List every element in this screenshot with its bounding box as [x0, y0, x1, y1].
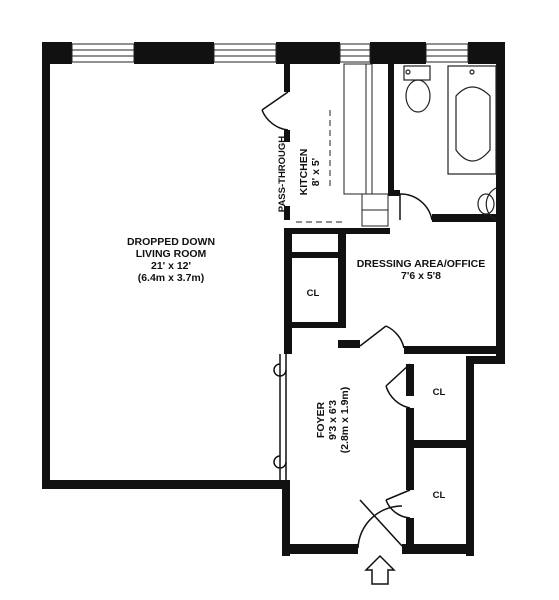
living-room-label: DROPPED DOWN LIVING ROOM 21' x 12' (6.4m…	[96, 236, 246, 284]
dressing-area-dim: 7'6 x 5'8	[400, 270, 442, 282]
up-arrow-outline-icon	[364, 554, 396, 585]
dressing-area-label: DRESSING AREA/OFFICE 7'6 x 5'8	[346, 258, 496, 282]
living-room-dim-imperial: 21' x 12'	[150, 260, 192, 272]
closet-label-middle: CL	[432, 387, 446, 398]
kitchen-name: KITCHEN	[298, 148, 310, 196]
kitchen-fixtures	[296, 63, 389, 227]
door-swings	[261, 91, 433, 549]
foyer-dim-metric: (2.8m x 1.9m)	[339, 386, 351, 454]
pass-through-label: PASS-THROUGH	[277, 129, 289, 219]
kitchen-label: KITCHEN 8' x 5'	[298, 142, 322, 202]
sliding-door	[273, 354, 287, 480]
living-room-name-1: DROPPED DOWN	[126, 236, 216, 248]
living-room-name-2: LIVING ROOM	[135, 248, 207, 260]
foyer-dim-imperial: 9'3 x 6'3	[327, 399, 339, 441]
living-room-dim-metric: (6.4m x 3.7m)	[137, 272, 205, 284]
foyer-name: FOYER	[315, 401, 327, 439]
windows	[71, 43, 469, 63]
closet-label-lower: CL	[432, 490, 446, 501]
outer-walls	[42, 42, 505, 556]
bath-fixtures	[403, 65, 497, 221]
interior-walls	[284, 64, 496, 546]
kitchen-dim: 8' x 5'	[310, 157, 322, 187]
foyer-label: FOYER 9'3 x 6'3 (2.8m x 1.9m)	[315, 370, 351, 470]
closet-label-upper: CL	[306, 288, 320, 299]
dressing-area-name: DRESSING AREA/OFFICE	[356, 258, 486, 270]
pass-through-name: PASS-THROUGH	[277, 135, 288, 213]
